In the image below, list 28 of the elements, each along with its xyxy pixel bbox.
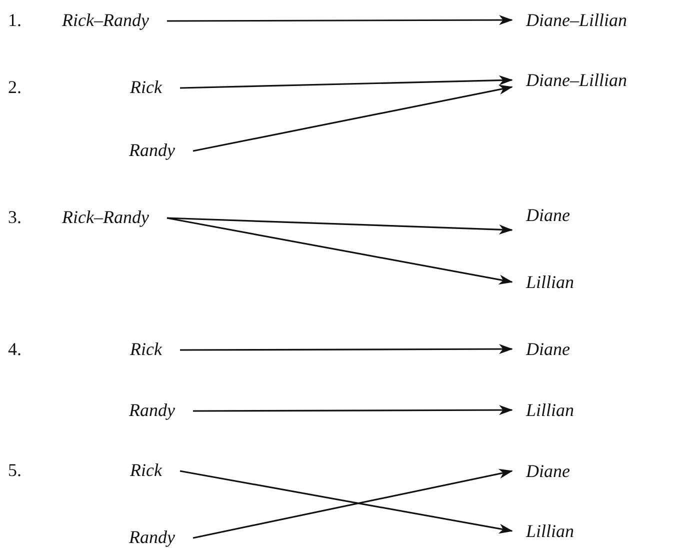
name-text: Rick [130,76,180,98]
name-text: Diane [512,204,570,226]
item-number: 4. [8,338,22,360]
name-text: Diane [512,460,570,482]
item-number: 5. [8,459,22,481]
name-text: Rick [130,459,180,481]
name-text: Randy [129,526,193,548]
name-text: Rick [130,338,180,360]
name-text: Rick–Randy [62,206,167,228]
name-text: Diane–Lillian [512,9,628,31]
arrow [192,84,513,152]
arrow [166,217,513,235]
item-number: 2. [8,76,22,98]
name-text: Diane [512,338,570,360]
arrow [193,405,513,416]
name-text: Rick–Randy [62,9,167,31]
name-text: Lillian [512,520,574,542]
name-text: Randy [129,139,193,161]
name-text: Randy [129,399,193,421]
arrow [180,75,513,89]
arrow [180,344,513,354]
name-text: Lillian [512,399,574,421]
name-text: Diane–Lillian [512,69,628,91]
arrow [166,15,513,26]
item-number: 3. [8,206,22,228]
item-number: 1. [8,9,22,31]
arrow [166,217,513,285]
name-text: Lillian [512,271,574,293]
